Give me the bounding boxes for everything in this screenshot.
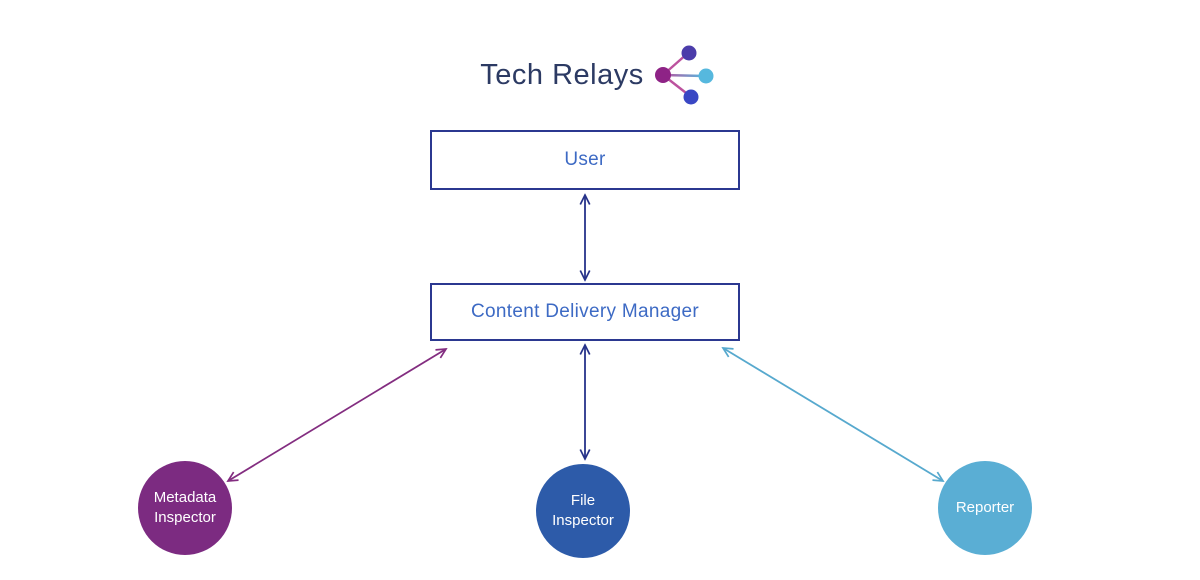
- user-node-label: User: [564, 149, 606, 170]
- metadata-inspector-node: Metadata Inspector: [138, 461, 232, 555]
- metadata-inspector-label-line1: Metadata: [153, 489, 217, 506]
- logo-text: Tech Relays: [480, 58, 644, 91]
- content-delivery-manager-label: Content Delivery Manager: [471, 301, 699, 322]
- file-inspector-label-line2: Inspector: [552, 512, 614, 529]
- reporter-label: Reporter: [955, 499, 1015, 516]
- file-inspector-label-line1: File: [570, 492, 596, 509]
- metadata-inspector-label-line2: Inspector: [154, 509, 216, 526]
- edge-cdm-metadata-inspector: [228, 349, 446, 481]
- file-inspector-node: File Inspector: [536, 464, 630, 558]
- logo: Tech Relays: [0, 42, 1200, 108]
- user-node: User: [430, 130, 740, 190]
- network-hub-icon: [654, 45, 714, 105]
- edge-cdm-reporter: [723, 348, 943, 481]
- content-delivery-manager-node: Content Delivery Manager: [430, 283, 740, 341]
- reporter-node: Reporter: [938, 461, 1032, 555]
